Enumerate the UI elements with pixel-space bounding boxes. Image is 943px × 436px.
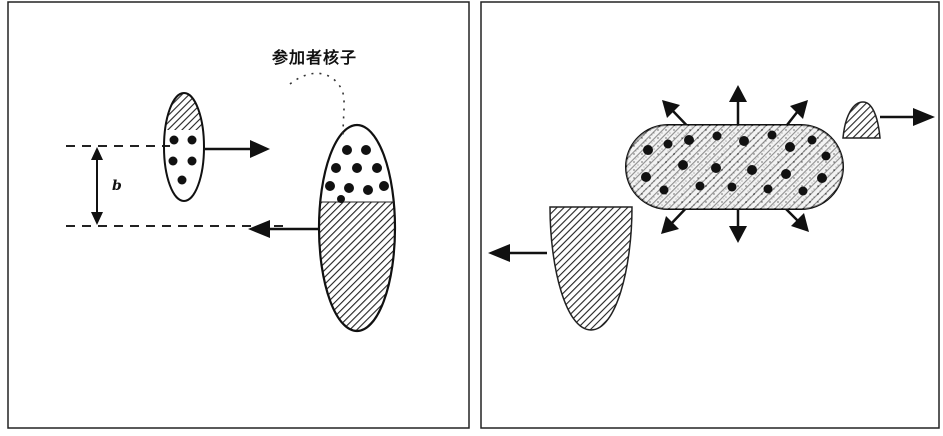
left-panel-frame: [8, 2, 469, 428]
left-panel: [66, 73, 400, 337]
impact-parameter-label: b: [112, 178, 122, 194]
large-nucleus-arrowhead: [248, 220, 270, 238]
impact-parameter-arrow: [91, 147, 103, 225]
right-spectator-fragment: [843, 102, 880, 138]
fireball-region: [626, 125, 843, 209]
right-panel: [488, 85, 935, 330]
participant-leader-line: [290, 73, 344, 136]
large-nucleus: [315, 125, 400, 337]
small-nucleus-arrowhead: [250, 140, 270, 158]
left-spectator-arrowhead: [488, 244, 510, 262]
right-spectator-arrowhead: [913, 108, 935, 126]
participant-nucleons-label: 参加者核子: [272, 44, 357, 68]
left-spectator-fragment: [550, 207, 632, 330]
